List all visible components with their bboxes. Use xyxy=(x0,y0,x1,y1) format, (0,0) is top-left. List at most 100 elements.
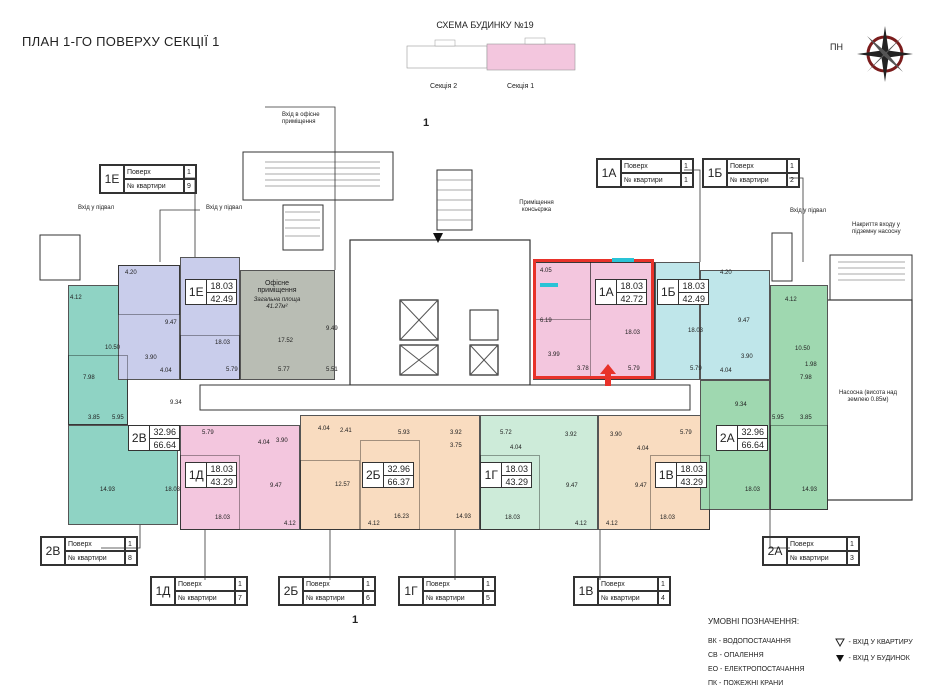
building-scheme xyxy=(406,37,576,71)
room xyxy=(480,455,540,530)
room-area: 7.98 xyxy=(800,375,812,381)
note-pump: Насосна (висота над землею 0.85м) xyxy=(838,390,898,403)
room-area: 5.51 xyxy=(326,367,338,373)
room-area: 7.98 xyxy=(83,375,95,381)
legend: УМОВНІ ПОЗНАЧЕННЯ: ВК - ВОДОПОСТАЧАННЯ С… xyxy=(708,617,913,694)
scheme-section-1: Секція 1 xyxy=(507,83,535,90)
room-area: 18.03 xyxy=(745,487,761,493)
room-area: 9.34 xyxy=(170,400,182,406)
room-area: 9.47 xyxy=(566,483,578,489)
room-area: 4.12 xyxy=(368,521,380,527)
room-area: 6.19 xyxy=(540,318,552,324)
page-title: ПЛАН 1-ГО ПОВЕРХУ СЕКЦІЇ 1 xyxy=(22,34,220,49)
room-area: 5.79 xyxy=(226,367,238,373)
room-area: 4.12 xyxy=(284,521,296,527)
room-area: 4.12 xyxy=(606,521,618,527)
room-area: 18.03 xyxy=(660,515,676,521)
room-area: 4.04 xyxy=(510,445,522,451)
room xyxy=(650,455,710,530)
room-area: 5.79 xyxy=(202,430,214,436)
room-area: 3.90 xyxy=(610,432,622,438)
room xyxy=(180,455,240,530)
room xyxy=(118,265,180,315)
room xyxy=(590,262,655,380)
compass-icon xyxy=(857,26,913,82)
room-area: 3.85 xyxy=(800,415,812,421)
room-area: 5.93 xyxy=(398,430,410,436)
room-area: 3.90 xyxy=(145,355,157,361)
room-area: 5.77 xyxy=(278,367,290,373)
legend-item: ВК - ВОДОПОСТАЧАННЯ xyxy=(708,638,791,645)
scheme-title: СХЕМА БУДИНКУ №19 xyxy=(436,20,534,30)
window-marker xyxy=(540,283,558,287)
room-area: 9.47 xyxy=(635,483,647,489)
apartment-1e-left xyxy=(118,265,180,380)
room-area: 9.47 xyxy=(738,318,750,324)
room-area: 14.93 xyxy=(100,487,116,493)
room-area: 18.03 xyxy=(625,330,641,336)
room-area: 18.03 xyxy=(688,328,704,334)
apartment-1e xyxy=(180,257,240,380)
apartment-1g xyxy=(480,415,598,530)
note-basement-right: Вхід у підвал xyxy=(790,208,827,214)
note-concierge: Приміщення консьєржа xyxy=(519,200,554,213)
room-area: 12.57 xyxy=(335,482,351,488)
room xyxy=(180,335,240,380)
room xyxy=(68,355,128,425)
room-area: 14.93 xyxy=(456,514,472,520)
room-area: 17.52 xyxy=(278,338,294,344)
room-area: 18.03 xyxy=(505,515,521,521)
room-area: 4.12 xyxy=(785,297,797,303)
legend-item: СВ - ОПАЛЕННЯ xyxy=(708,652,764,659)
room-area: 1.98 xyxy=(805,362,817,368)
room-area: 9.34 xyxy=(735,402,747,408)
building-entry-icon xyxy=(835,655,844,662)
room-area: 4.04 xyxy=(160,368,172,374)
room-area: 18.03 xyxy=(165,487,181,493)
room-area: 3.90 xyxy=(276,438,288,444)
room-area: 9.47 xyxy=(165,320,177,326)
room-area: 5.95 xyxy=(772,415,784,421)
room-area: 3.92 xyxy=(450,430,462,436)
room-area: 4.12 xyxy=(70,295,82,301)
room-area: 5.72 xyxy=(500,430,512,436)
note-pump-cover: Накриття входу у підземну насосну xyxy=(852,222,901,235)
office-premises xyxy=(240,270,335,380)
note-basement-left: Вхід у підвал xyxy=(78,205,115,211)
room-area: 4.04 xyxy=(318,426,330,432)
room-area: 3.90 xyxy=(741,354,753,360)
room xyxy=(360,440,420,530)
room-area: 3.75 xyxy=(450,443,462,449)
room xyxy=(770,425,828,510)
legend-entry-apt: - ВХІД У КВАРТИРУ xyxy=(834,638,913,647)
legend-title: УМОВНІ ПОЗНАЧЕННЯ: xyxy=(708,617,800,626)
selected-apartment-highlight xyxy=(533,259,654,379)
room-area: 4.04 xyxy=(720,368,732,374)
room-area: 4.20 xyxy=(720,270,732,276)
room-area: 3.85 xyxy=(88,415,100,421)
apartment-1b-right xyxy=(700,270,770,380)
room-area: 10.50 xyxy=(795,346,811,352)
section-mark-top: 1 xyxy=(423,117,430,129)
entrance-arrow-icon xyxy=(600,364,616,386)
room-area: 5.79 xyxy=(680,430,692,436)
apartment-2a xyxy=(770,285,828,510)
section-mark-bottom: 1 xyxy=(352,614,359,626)
room-area: 3.92 xyxy=(565,432,577,438)
